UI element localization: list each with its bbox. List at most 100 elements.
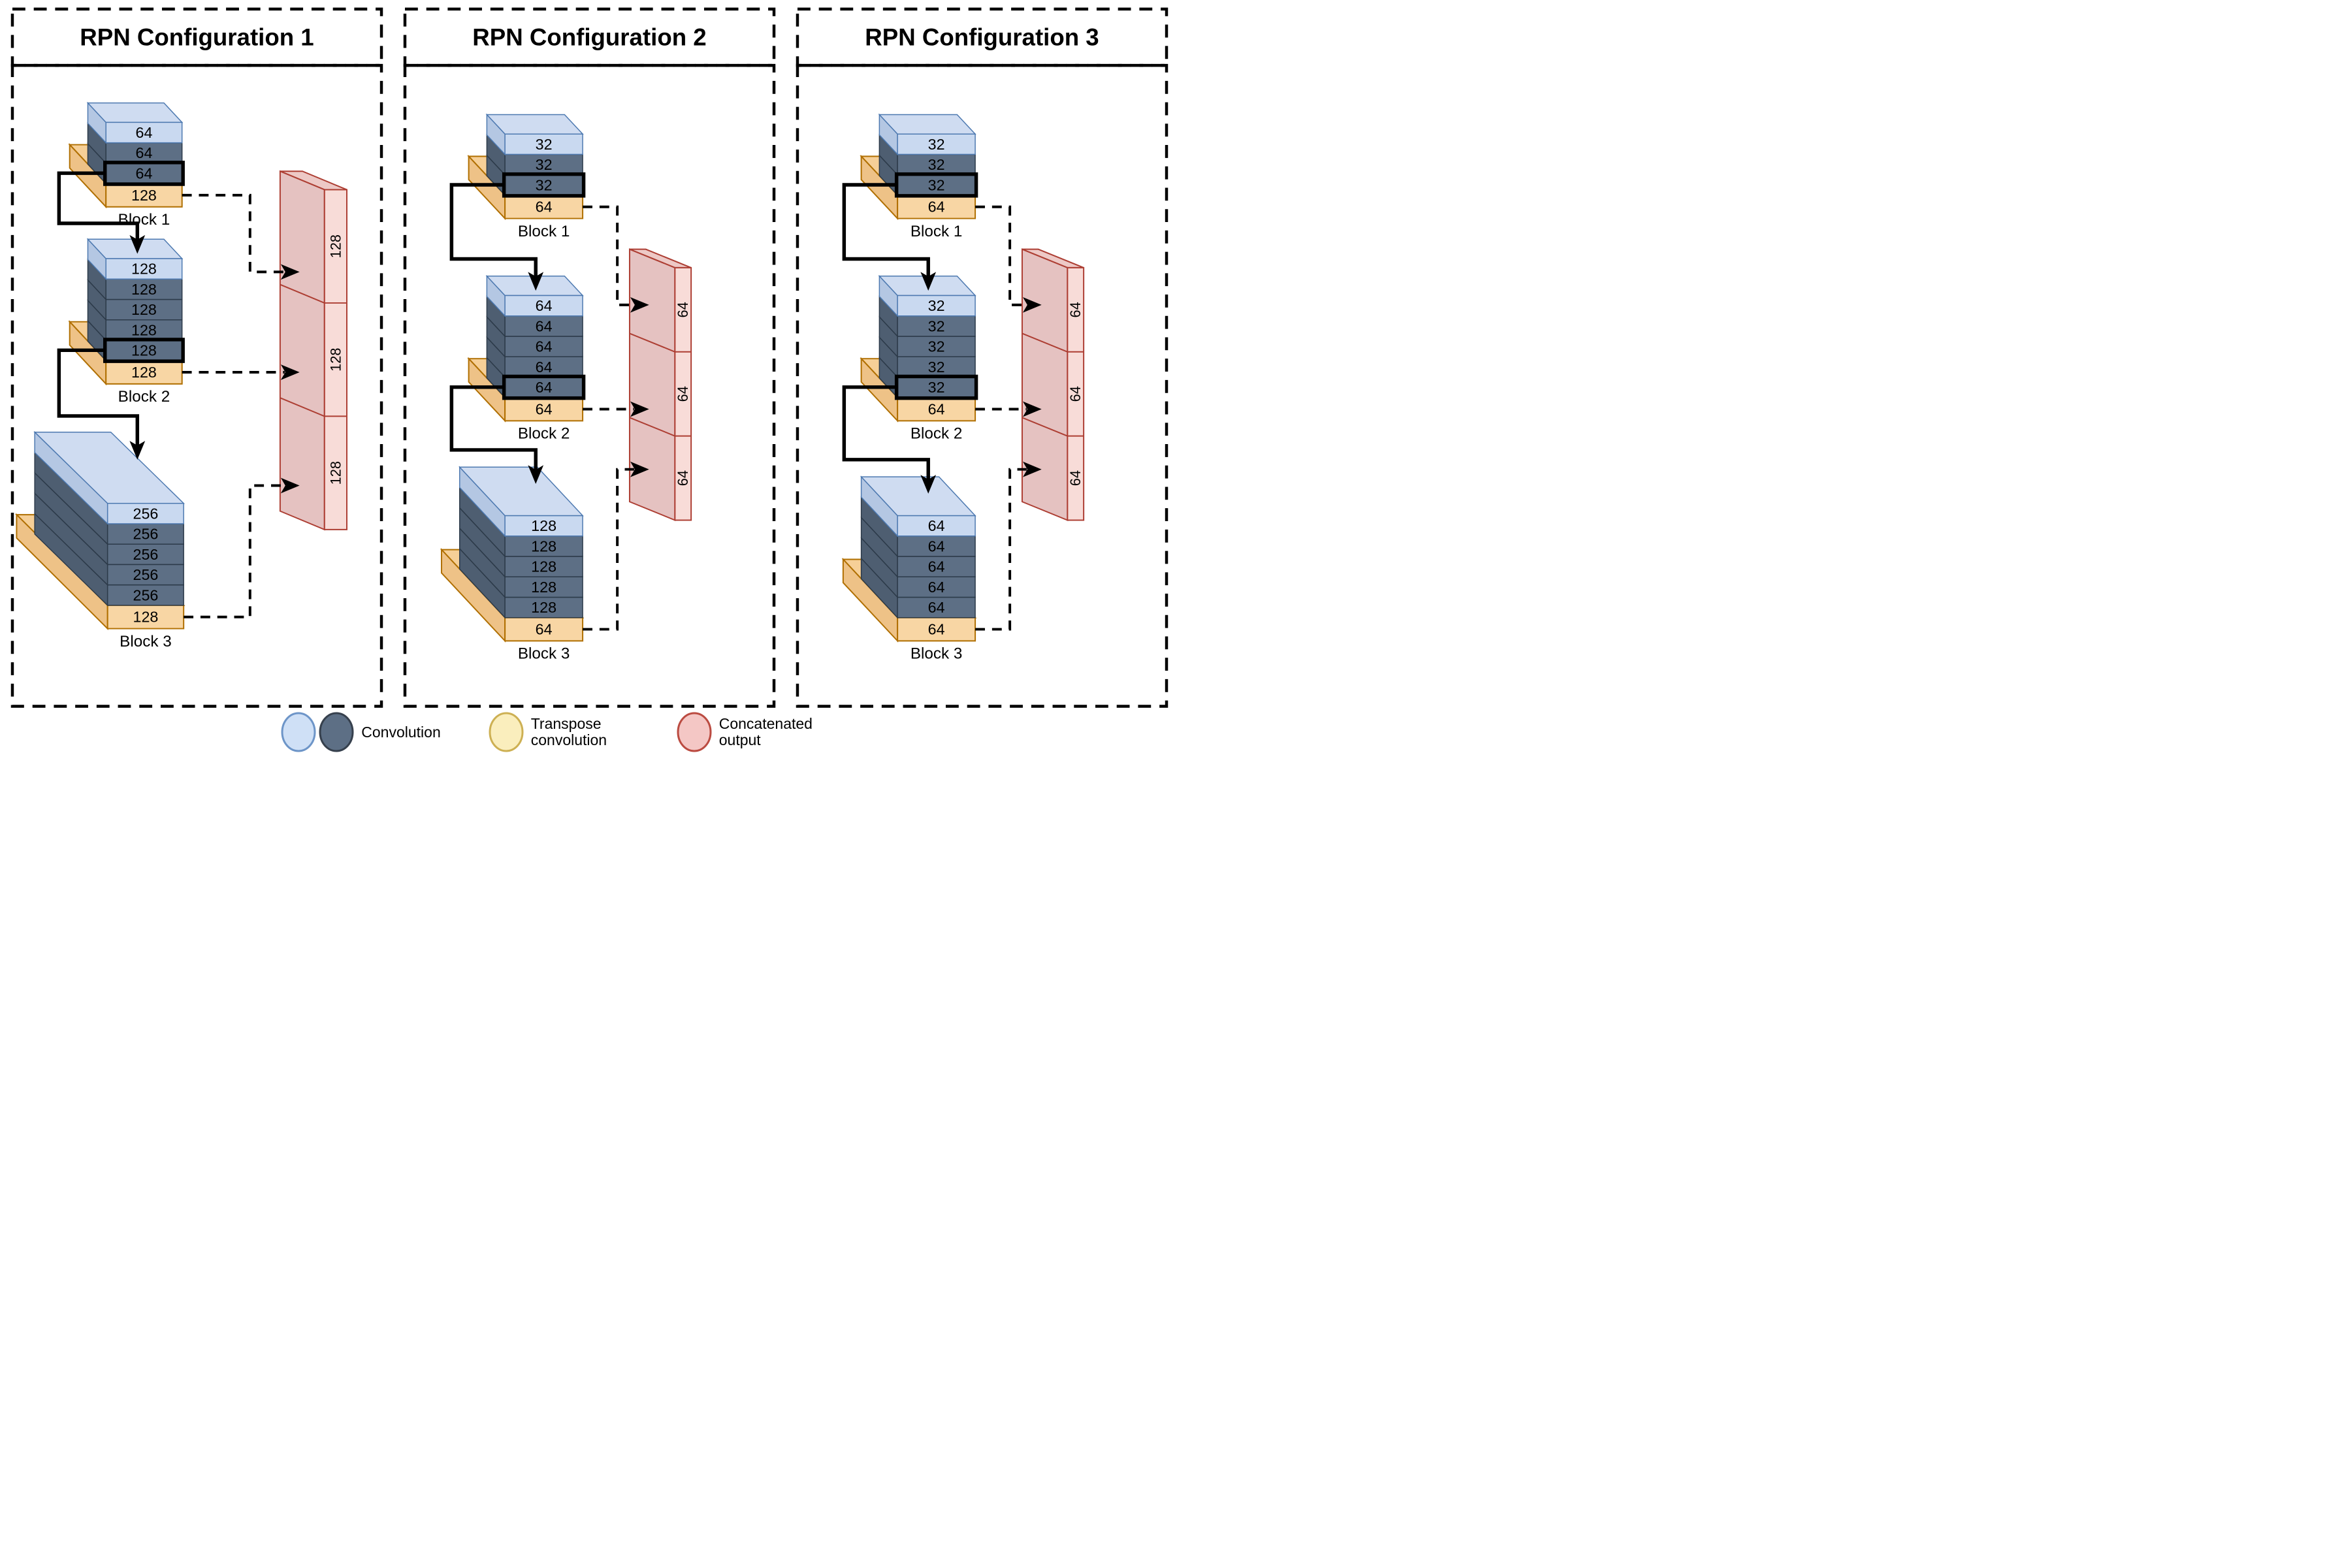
panel-title-box bbox=[796, 7, 1168, 67]
layer-channels-label: 64 bbox=[136, 144, 153, 161]
concat-segment-divider bbox=[629, 332, 675, 353]
skip-connection-line bbox=[57, 348, 140, 446]
block-label: Block 2 bbox=[118, 388, 170, 406]
layer-channels-label: 32 bbox=[928, 338, 945, 355]
concat-route bbox=[182, 364, 300, 380]
layer-channels-label: 128 bbox=[531, 599, 556, 616]
layer-channels-label: 64 bbox=[928, 517, 945, 534]
layer-channels-label: 256 bbox=[133, 505, 159, 522]
skip-connection-line bbox=[842, 183, 930, 277]
concat-segment-label: 64 bbox=[675, 302, 691, 317]
layer-channels-label: 64 bbox=[536, 621, 553, 638]
conv-layer-front-face bbox=[105, 121, 183, 144]
concat-segment-divider bbox=[1022, 332, 1068, 353]
layer-channels-label: 128 bbox=[131, 342, 157, 359]
concat-route bbox=[975, 461, 1042, 631]
concat-route bbox=[583, 461, 649, 631]
layer-channels-label: 128 bbox=[131, 301, 157, 318]
layer-channels-label: 32 bbox=[536, 136, 553, 153]
layer-channels-label: 32 bbox=[928, 156, 945, 173]
arrowhead-right-icon bbox=[1022, 401, 1042, 417]
convolution-dark-ellipse-icon bbox=[319, 712, 354, 752]
arrowhead-down-icon bbox=[129, 234, 146, 254]
concat-segment-label: 64 bbox=[1067, 302, 1084, 317]
panel-content-box bbox=[403, 63, 776, 708]
concat-segment-divider bbox=[1022, 417, 1068, 437]
block-label: Block 1 bbox=[910, 223, 963, 240]
arrowhead-right-icon bbox=[280, 264, 300, 280]
concat-output-column: 64 64 64 bbox=[628, 248, 692, 521]
concat-side-face bbox=[1021, 248, 1069, 521]
legend-item-convolution: Convolution bbox=[280, 711, 441, 753]
concat-segment-divider bbox=[629, 417, 675, 437]
concat-segment-label: 64 bbox=[675, 386, 691, 402]
block-label: Block 1 bbox=[518, 223, 570, 240]
block-label: Block 2 bbox=[518, 425, 570, 443]
convolution-light-ellipse-icon bbox=[281, 712, 316, 752]
concat-route bbox=[184, 477, 300, 618]
arrowhead-right-icon bbox=[280, 477, 300, 494]
layer-channels-label: 64 bbox=[136, 124, 153, 141]
concat-side-face bbox=[279, 170, 325, 531]
transpose-convolution-ellipse-icon bbox=[489, 712, 524, 752]
skip-connection bbox=[842, 183, 937, 291]
concatenated-output-ellipse-icon bbox=[677, 712, 712, 752]
concat-segment-label: 128 bbox=[327, 461, 344, 485]
concat-route-line bbox=[975, 468, 1027, 631]
layer-channels-label: 64 bbox=[136, 165, 153, 182]
concat-route-line bbox=[975, 205, 1027, 306]
layer-channels-label: 256 bbox=[133, 586, 159, 603]
arrowhead-down-icon bbox=[129, 441, 146, 460]
layer-channels-label: 32 bbox=[928, 297, 945, 314]
concat-front-face bbox=[674, 266, 692, 521]
concat-route bbox=[583, 205, 649, 313]
arrowhead-down-icon bbox=[528, 272, 544, 291]
layer-channels-label: 64 bbox=[928, 599, 945, 616]
layer-channels-label: 256 bbox=[133, 546, 159, 563]
legend-item-concatenated-output: Concatenated output bbox=[676, 711, 817, 753]
skip-connection-line bbox=[842, 385, 930, 480]
legend-label-concatenated-output: Concatenated output bbox=[718, 714, 813, 749]
arrowhead-right-icon bbox=[1022, 297, 1042, 313]
layer-channels-label: 64 bbox=[536, 297, 553, 314]
layer-channels-label: 128 bbox=[133, 609, 159, 626]
panel-title: RPN Configuration 1 bbox=[80, 24, 314, 50]
skip-connection bbox=[57, 348, 146, 460]
skip-connection-line bbox=[449, 385, 538, 470]
layer-channels-label: 32 bbox=[928, 317, 945, 334]
arrowhead-right-icon bbox=[1022, 461, 1042, 477]
conv-layer-front-face bbox=[504, 133, 583, 155]
concat-route-line bbox=[182, 193, 285, 274]
layer-channels-label: 64 bbox=[536, 379, 553, 396]
concat-segment-label: 64 bbox=[675, 470, 691, 486]
layer-channels-label: 128 bbox=[531, 579, 556, 596]
arrowhead-right-icon bbox=[630, 461, 649, 477]
layer-channels-label: 128 bbox=[131, 364, 157, 381]
layer-channels-label: 256 bbox=[133, 566, 159, 583]
layer-channels-label: 128 bbox=[531, 558, 556, 575]
arrowhead-right-icon bbox=[630, 401, 649, 417]
concat-route bbox=[975, 205, 1042, 313]
block-label: Block 3 bbox=[120, 633, 172, 650]
legend-label-convolution: Convolution bbox=[361, 723, 441, 741]
panel-content-box bbox=[10, 63, 383, 708]
layer-channels-label: 32 bbox=[536, 176, 553, 193]
block-label: Block 1 bbox=[118, 211, 170, 229]
layer-channels-label: 64 bbox=[928, 401, 945, 418]
block-label: Block 3 bbox=[910, 645, 963, 663]
block-label: Block 2 bbox=[910, 425, 963, 443]
layer-channels-label: 256 bbox=[133, 526, 159, 543]
layer-channels-label: 128 bbox=[131, 187, 157, 204]
